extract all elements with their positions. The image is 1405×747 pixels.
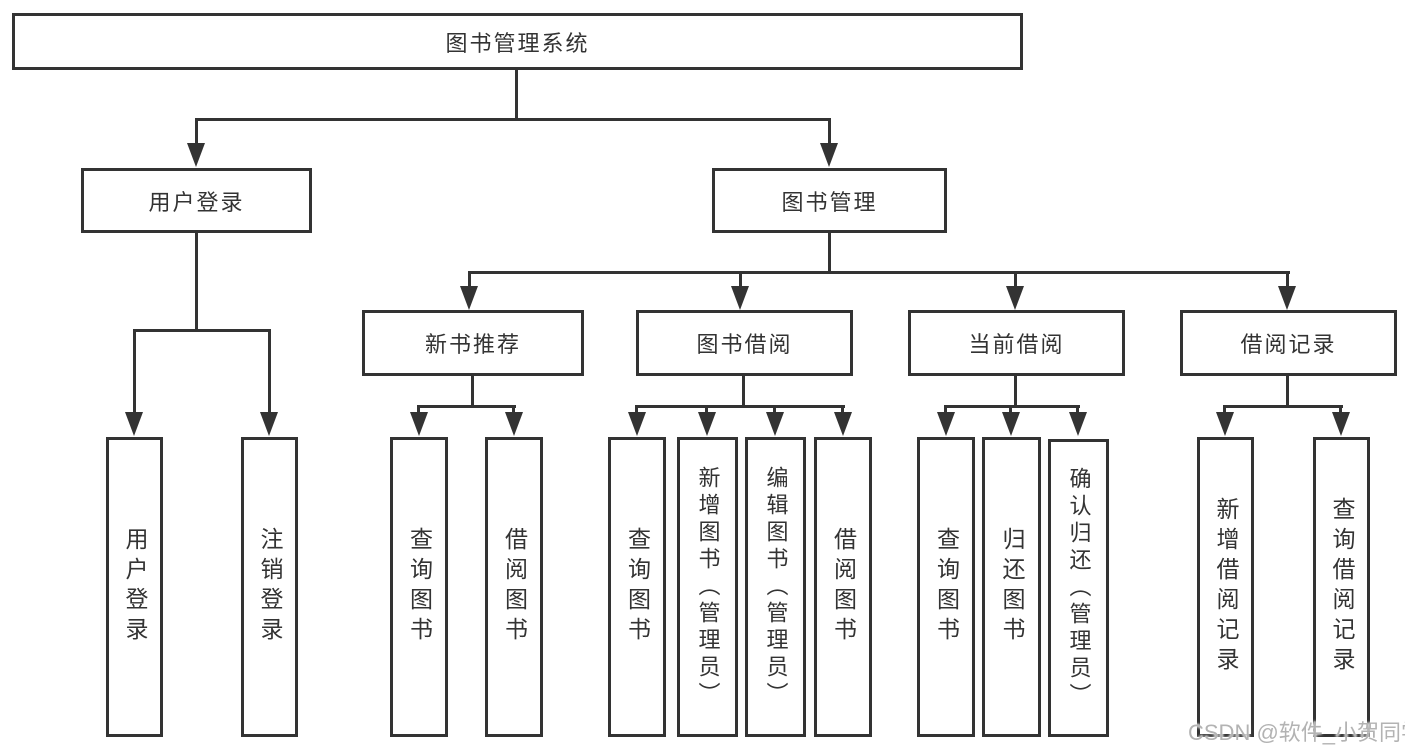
connector-book-mgmt-drop xyxy=(828,233,831,274)
node-label: 查询图书 xyxy=(933,527,960,647)
arrow-down-icon xyxy=(1069,412,1087,436)
arrow-down-icon xyxy=(260,412,278,436)
node-label: 用户登录 xyxy=(122,527,148,647)
node-label: 图书借阅 xyxy=(696,332,793,357)
connector-drop xyxy=(471,376,474,408)
node-borrowing-records: 借阅记录 xyxy=(1180,310,1397,376)
connector-stem xyxy=(1286,271,1289,289)
node-label: 用户登录 xyxy=(148,189,245,215)
connector-stem xyxy=(705,405,708,415)
connector-stem xyxy=(635,405,638,415)
node-label: 图书管理系统 xyxy=(445,30,590,56)
connector-user-login-rail xyxy=(133,329,271,332)
node-label: 当前借阅 xyxy=(968,332,1065,357)
leaf-query-books-recommend: 查询图书 xyxy=(390,437,448,737)
connector-stem xyxy=(512,405,515,415)
leaf-query-borrow-record: 查询借阅记录 xyxy=(1313,437,1370,737)
connector-stem xyxy=(468,271,471,289)
connector-stem xyxy=(773,405,776,415)
connector-root-rail xyxy=(195,118,831,121)
connector-stem xyxy=(417,405,420,415)
connector-stem xyxy=(133,329,136,414)
arrow-down-icon xyxy=(937,412,955,436)
arrow-down-icon xyxy=(460,286,478,310)
node-label: 注销登录 xyxy=(257,527,283,647)
node-label: 查询借阅记录 xyxy=(1329,497,1355,677)
arrow-down-icon xyxy=(1006,286,1024,310)
connector-drop xyxy=(742,376,745,408)
node-label: 新增借阅记录 xyxy=(1213,497,1239,677)
leaf-query-books-current: 查询图书 xyxy=(917,437,975,737)
connector-rail xyxy=(1223,405,1343,408)
connector-rail xyxy=(944,405,1080,408)
arrow-down-icon xyxy=(628,412,646,436)
connector-rail xyxy=(635,405,845,408)
connector-stem xyxy=(944,405,947,415)
connector-stem xyxy=(1009,405,1012,415)
connector-stem xyxy=(841,405,844,415)
leaf-add-borrow-record: 新增借阅记录 xyxy=(1197,437,1254,737)
node-label: 新增图书（管理员） xyxy=(695,465,721,709)
leaf-confirm-return-admin: 确认归还（管理员） xyxy=(1048,439,1109,737)
connector-book-mgmt-rail xyxy=(468,271,1290,274)
arrow-down-icon xyxy=(766,412,784,436)
node-label: 编辑图书（管理员） xyxy=(763,465,789,709)
arrow-down-icon xyxy=(187,143,205,167)
node-label: 新书推荐 xyxy=(424,332,521,357)
connector-stem xyxy=(195,118,198,146)
arrow-down-icon xyxy=(1216,412,1234,436)
node-new-book-recommendation: 新书推荐 xyxy=(362,310,584,376)
arrow-down-icon xyxy=(410,412,428,436)
arrow-down-icon xyxy=(698,412,716,436)
node-label: 归还图书 xyxy=(999,527,1025,647)
arrow-down-icon xyxy=(820,143,838,167)
arrow-down-icon xyxy=(1278,286,1296,310)
leaf-add-books-admin: 新增图书（管理员） xyxy=(677,437,738,737)
node-label: 查询图书 xyxy=(406,527,433,647)
node-book-management: 图书管理 xyxy=(712,168,947,233)
connector-stem xyxy=(1339,405,1342,415)
connector-stem xyxy=(828,118,831,146)
leaf-logout: 注销登录 xyxy=(241,437,298,737)
connector-drop xyxy=(1014,376,1017,408)
arrow-down-icon xyxy=(834,412,852,436)
node-label: 确认归还（管理员） xyxy=(1066,466,1092,710)
arrow-down-icon xyxy=(1002,412,1020,436)
connector-stem xyxy=(268,329,271,414)
connector-stem xyxy=(1223,405,1226,415)
leaf-borrow-books: 借阅图书 xyxy=(814,437,872,737)
node-label: 图书管理 xyxy=(781,189,878,215)
leaf-edit-books-admin: 编辑图书（管理员） xyxy=(745,437,806,737)
connector-user-login-drop xyxy=(195,233,198,332)
connector-rail xyxy=(417,405,516,408)
leaf-borrow-books-recommend: 借阅图书 xyxy=(485,437,543,737)
node-label: 查询图书 xyxy=(624,527,651,647)
leaf-query-books-borrowing: 查询图书 xyxy=(608,437,666,737)
connector-root-drop xyxy=(515,70,518,120)
leaf-return-books: 归还图书 xyxy=(982,437,1041,737)
connector-drop xyxy=(1286,376,1289,408)
node-label: 借阅图书 xyxy=(830,527,857,647)
leaf-user-login: 用户登录 xyxy=(106,437,163,737)
node-library-management-system: 图书管理系统 xyxy=(12,13,1023,70)
node-user-login: 用户登录 xyxy=(81,168,312,233)
node-book-borrowing: 图书借阅 xyxy=(636,310,853,376)
node-current-borrowing: 当前借阅 xyxy=(908,310,1125,376)
arrow-down-icon xyxy=(1332,412,1350,436)
node-label: 借阅图书 xyxy=(501,527,528,647)
arrow-down-icon xyxy=(731,286,749,310)
watermark-text: CSDN @软件_小贺同学 xyxy=(1188,720,1405,745)
connector-stem xyxy=(1076,405,1079,415)
arrow-down-icon xyxy=(505,412,523,436)
node-label: 借阅记录 xyxy=(1240,332,1337,357)
connector-stem xyxy=(739,271,742,289)
arrow-down-icon xyxy=(125,412,143,436)
connector-stem xyxy=(1014,271,1017,289)
